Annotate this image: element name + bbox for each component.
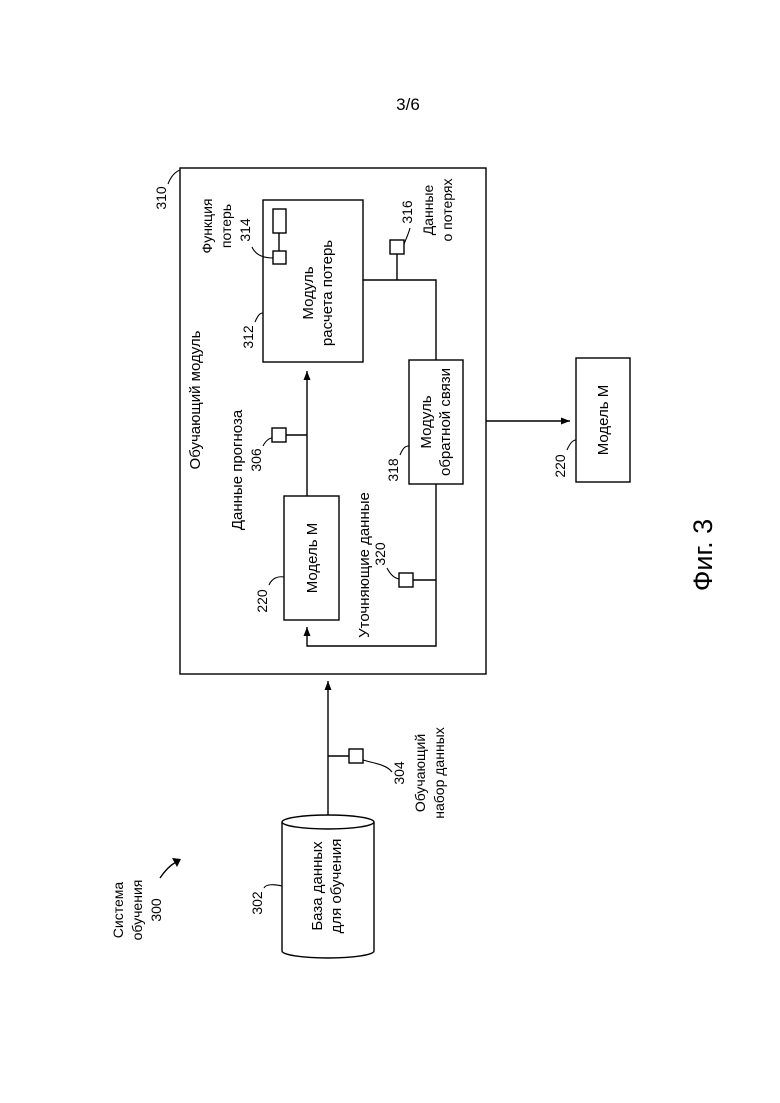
database-ref-leader [264,885,282,888]
loss-function-square-icon [273,251,286,264]
feedback-module-ref-leader [400,446,409,455]
loss-function-label-line1: Функция [199,199,215,254]
loss-function-label-line2: потерь [218,204,234,248]
loss-function-long-icon [273,209,286,233]
loss-data-square-icon [390,240,404,254]
feedback-module-label-line1: Модуль [418,395,435,448]
dataset-square-icon [349,749,363,763]
inner-model: Модель М 220 [254,496,339,620]
refinement-data: 320 Уточняющие данные [356,492,436,638]
dataset-ref: 304 [391,761,407,785]
database-label-line2: для обучения [328,839,345,934]
loss-data: 316 Данные о потерях [390,179,455,281]
refinement-square-icon [399,573,413,587]
loss-module: Модуль расчета потерь 312 [240,200,363,362]
loss-function-ref: 314 [237,218,253,242]
prediction-ref-leader [263,438,272,446]
loss-data-ref-leader [404,228,410,244]
loss-data-label-line1: Данные [420,185,436,236]
loss-function: 314 Функция потерь [199,199,286,264]
loss-data-label-line2: о потерях [439,179,455,242]
training-dataset: 304 Обучающий набор данных [328,727,447,818]
refinement-ref-leader [387,568,399,579]
prediction-data: 306 Данные прогноза [229,409,307,530]
inner-model-ref-leader [269,577,284,585]
output-model-label: Модель М [595,385,612,456]
output-model-ref: 220 [552,454,568,478]
training-database: База данных для обучения 302 [249,815,374,958]
dataset-label-line1: Обучающий [412,734,428,812]
feedback-module-ref: 318 [385,458,401,482]
system-ref: 300 [148,898,164,922]
figure-caption: Фиг. 3 [688,519,718,591]
system-label-line1: Система [110,882,126,939]
loss-data-ref: 316 [399,200,415,224]
loss-module-ref-leader [255,313,263,322]
inner-model-label: Модель М [304,523,321,594]
refinement-ref: 320 [372,542,388,566]
database-ref: 302 [249,891,265,915]
loss-module-ref: 312 [240,325,256,349]
training-module-label: Обучающий модуль [187,330,204,469]
prediction-square-icon [272,428,286,442]
loss-module-label-line1: Модуль [300,266,317,319]
output-model-ref-leader [567,440,576,450]
refinement-label: Уточняющие данные [356,492,373,638]
system-pointer-arrow [160,862,176,878]
system-label-line2: обучения [129,880,145,941]
inner-model-ref: 220 [254,589,270,613]
dataset-ref-leader [363,760,392,772]
loss-flow-line [363,280,436,360]
output-model: Модель М 220 [552,358,630,482]
training-module-ref-leader [168,170,180,184]
loss-module-label-line2: расчета потерь [319,240,336,346]
database-label-line1: База данных [309,841,326,931]
prediction-ref: 306 [248,448,264,472]
dataset-label-line2: набор данных [431,727,447,818]
system-label: Система обучения 300 [110,858,181,940]
feedback-module-label-line2: обратной связи [437,368,454,476]
feedback-module: Модуль обратной связи 318 [385,360,463,484]
system-pointer-arrowhead [172,858,181,867]
training-module-ref: 310 [153,186,169,210]
prediction-label: Данные прогноза [229,409,246,530]
page-number: 3/6 [396,95,420,114]
